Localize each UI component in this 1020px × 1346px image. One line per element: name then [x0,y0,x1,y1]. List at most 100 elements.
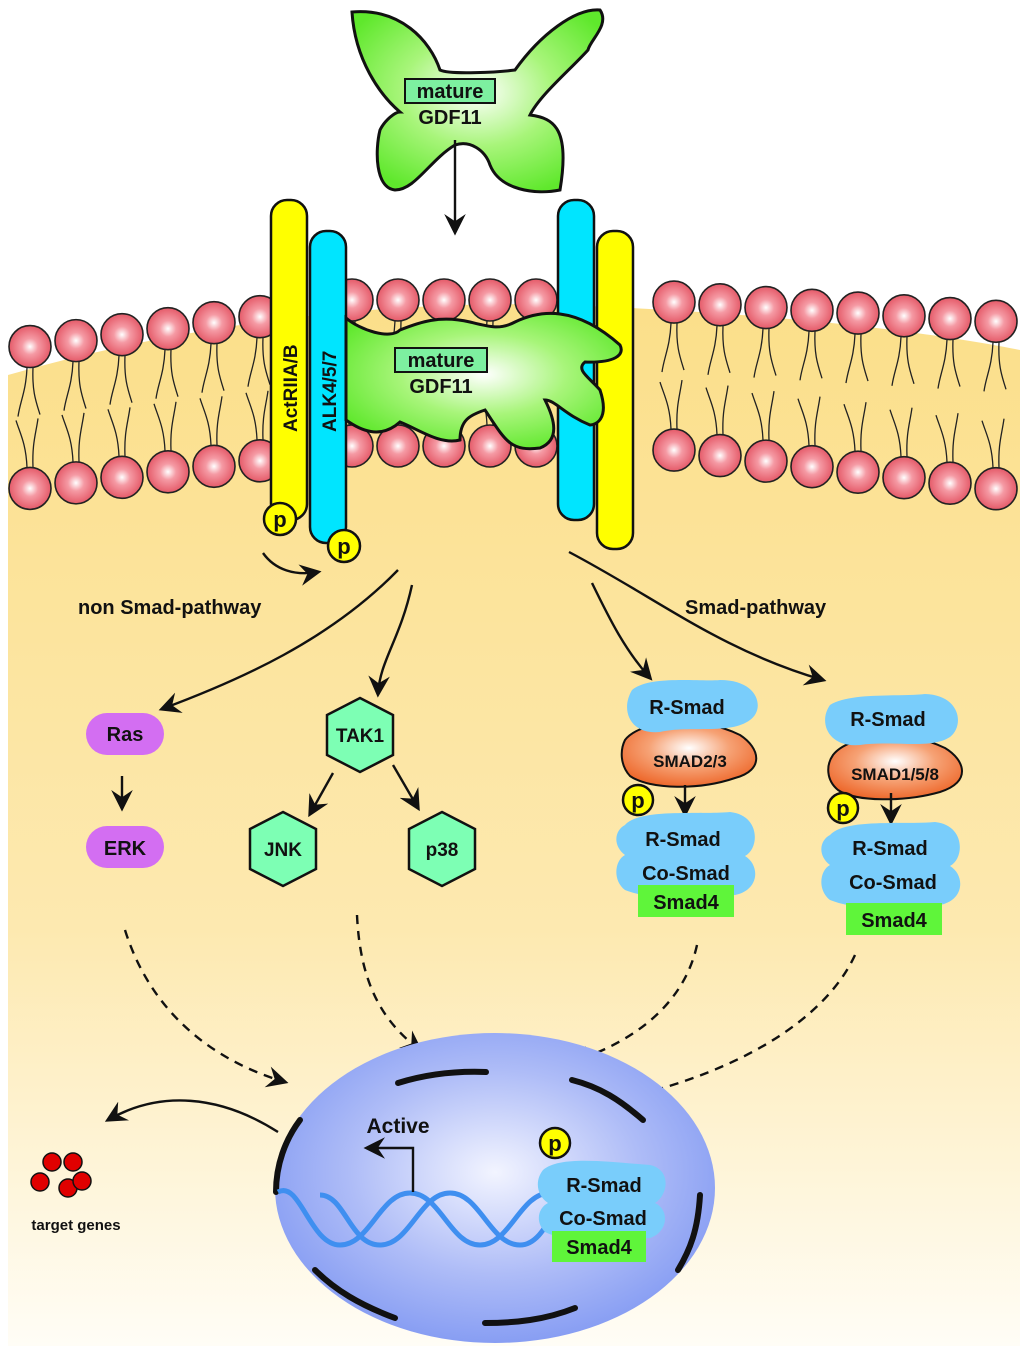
type2-receptor-right [595,229,635,551]
dashed-arrow-erk-to-nucleus [123,929,289,1088]
lipid-tail [15,418,39,468]
lipid-tail [983,342,1007,392]
smad4-left-box [638,885,734,917]
ras-label: Ras [107,724,144,746]
lipid-head [698,433,742,478]
complex-right-shape [821,822,961,909]
bound-ligand-gdf11: mature GDF11 [344,311,623,451]
lipid-head [744,285,788,330]
nuclear-smad-complex-shape [537,1160,666,1241]
phospho-label-right: p [836,796,849,821]
lipid-tail [799,331,823,381]
lipid-head [468,424,512,468]
lipid-head [790,288,834,333]
cytoplasm [8,304,1020,1346]
ligand-name-label: GDF11 [418,107,481,129]
lipid-head [100,312,144,357]
complex-left-shape [616,812,756,899]
arrow-to-rsmad-left [590,582,653,681]
lipid-tail [61,412,85,462]
lipid-head [928,461,972,506]
transphosphorylation-arrow [262,552,322,586]
transcription-start-arrow [363,1137,415,1192]
mature-label-box [404,78,496,104]
p38-label: p38 [426,840,459,861]
erk-label: ERK [104,838,147,860]
tak1-label: TAK1 [336,726,385,747]
arrow-tak1-to-p38 [391,764,420,812]
rsmad-left-label: R-Smad [649,697,725,719]
smad-left-group: SMAD2/3 R-Smad p R-Smad Co-Smad Smad4 [616,680,758,917]
nuclear-rsmad-label: R-Smad [566,1175,642,1197]
lipid-head [8,324,52,369]
lipid-head [652,428,696,472]
gene-dot [42,1152,62,1172]
lipid-tail [935,413,959,463]
rsmad-right-label: R-Smad [850,709,926,731]
gene-dot [72,1171,92,1191]
lipid-head [698,282,742,327]
phospho-label-left: p [631,788,644,813]
lipid-tail [843,402,867,452]
bound-mature-label: mature [408,350,475,372]
smad23-label: SMAD2/3 [653,752,727,771]
arrow-tak1-to-jnk [308,772,335,818]
phospho-label-type2: p [273,507,286,532]
nuclear-cosmad-label: Co-Smad [559,1208,647,1230]
nuclear-envelope-segment [569,1077,646,1123]
lipid-tail [247,337,271,387]
smad4-right-label: Smad4 [861,910,927,932]
complex-left-cosmad-label: Co-Smad [642,863,730,885]
tak1-node: TAK1 [325,696,395,774]
smad158-label: SMAD1/5/8 [851,765,939,784]
arrow-to-rsmad-right [568,550,827,686]
complex-left-rsmad-label: R-Smad [645,829,721,851]
lipid-tail [981,418,1005,468]
alk4-5-7-label: ALK4/5/7 [320,351,341,432]
complex-right-rsmad-label: R-Smad [852,838,928,860]
actriia-b-label: ActRIIA/B [281,344,302,432]
lipid-head [54,461,98,505]
lipid-tail [109,355,133,405]
arrow-to-tak1 [368,584,414,698]
lipid-tail [751,391,775,441]
nuclear-phospho-circle [538,1126,572,1160]
lipid-tail [155,349,179,399]
lipid-tail [891,336,915,386]
nuclear-envelope-segment [482,1305,578,1326]
lipid-head [8,466,52,511]
lipid-head [974,466,1018,511]
lipid-tail [245,390,269,440]
dashed-arrow-smad-left-to-nucleus [568,944,699,1067]
lipid-tail [107,407,131,457]
phospho-circle-right [826,791,860,825]
lipid-head [100,455,144,500]
smad4-left-label: Smad4 [653,892,719,914]
lipid-head [192,444,236,489]
dashed-arrow-smad-right-to-nucleus [629,954,857,1103]
ras-node: Ras [86,713,164,755]
lipid-head [882,455,926,500]
lipid-tail [659,379,683,430]
ligand-mature-label: mature [417,81,484,103]
lipid-tail [937,339,961,389]
lipid-head [146,450,190,494]
complex-right-cosmad-label: Co-Smad [849,872,937,894]
lipid-tail [201,343,225,393]
lipid-tail [889,407,913,457]
lipid-head [652,280,696,324]
lipid-head [790,444,834,489]
arrow-to-ras [158,569,399,713]
dna-strand-2 [319,1190,572,1248]
gene-dot [30,1172,50,1192]
lipid-head [192,300,236,345]
p38-node: p38 [407,810,477,888]
lipid-head [376,278,420,322]
free-ligand-gdf11: mature GDF11 [350,8,605,194]
lipid-head [974,299,1018,344]
non-smad-pathway-label: non Smad-pathway [78,597,262,619]
lipid-head [836,291,880,335]
active-label: Active [366,1115,429,1138]
jnk-node: JNK [248,810,318,888]
